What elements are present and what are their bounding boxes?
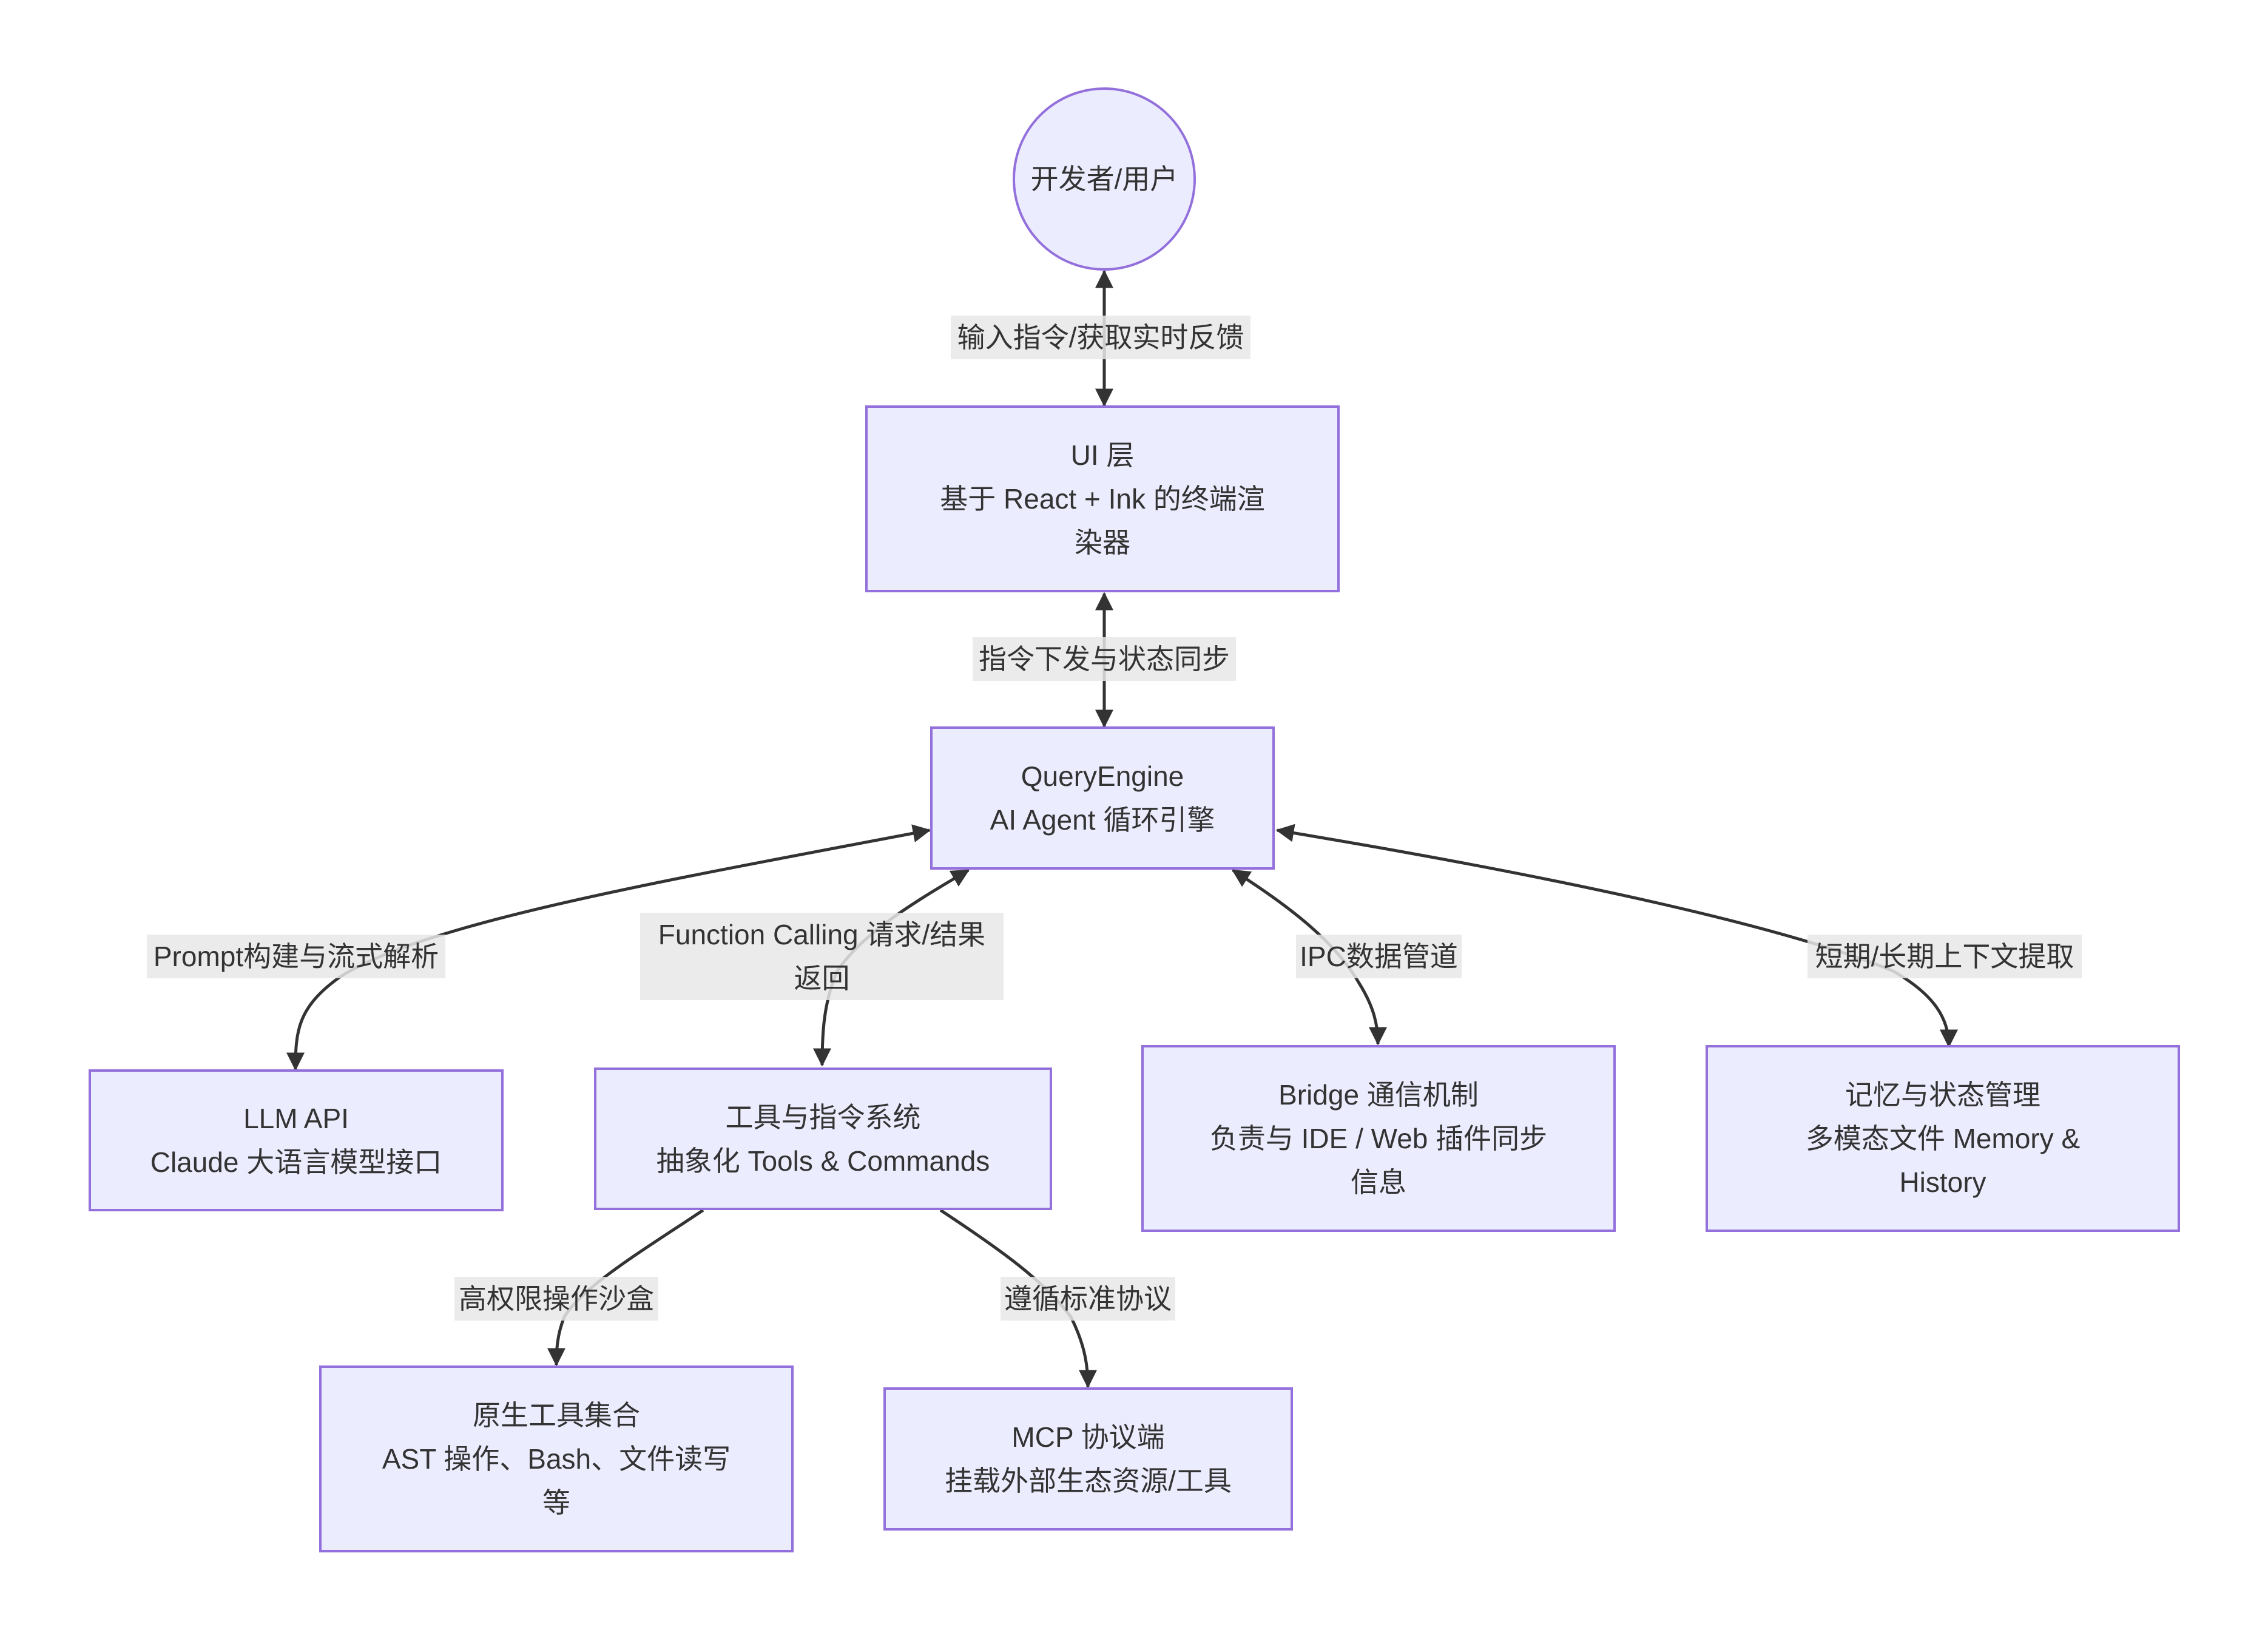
edge-label-text: IPC数据管道	[1300, 941, 1458, 972]
node-description: AI Agent 循环引擎	[990, 804, 1215, 836]
edge-label-queryengine-memory: 短期/长期上下文提取	[1807, 935, 2082, 978]
edge-label-queryengine-bridge: IPC数据管道	[1296, 935, 1462, 978]
node-tools-commands[interactable]: 工具与指令系统 抽象化 Tools & Commands	[594, 1067, 1052, 1210]
node-description: History	[1899, 1166, 1986, 1198]
edge-label-text: Prompt构建与流式解析	[153, 941, 439, 972]
node-memory-state[interactable]: 记忆与状态管理 多模态文件 Memory & History	[1706, 1045, 2180, 1232]
edge-label-ui-queryengine: 指令下发与状态同步	[973, 637, 1236, 681]
edge-queryengine-memory	[1275, 824, 1958, 1048]
edge-label-text: 遵循标准协议	[1004, 1283, 1172, 1314]
node-description: 染器	[1075, 527, 1130, 558]
edge-label-user-ui: 输入指令/获取实时反馈	[951, 316, 1250, 359]
node-title: Bridge 通信机制	[1278, 1079, 1479, 1111]
edge-label-text: Function Calling 请求/结果	[658, 919, 986, 950]
node-title: MCP 协议端	[1011, 1421, 1165, 1453]
edge-label-text: 短期/长期上下文提取	[1815, 941, 2074, 972]
node-title: QueryEngine	[1021, 760, 1184, 792]
node-description: 信息	[1351, 1166, 1406, 1198]
node-title: 工具与指令系统	[725, 1101, 921, 1133]
node-description: 挂载外部生态资源/工具	[945, 1465, 1232, 1497]
edge-label-tools-mcp: 遵循标准协议	[1001, 1277, 1175, 1321]
edge-label-text: 返回	[794, 963, 850, 994]
node-description: 多模态文件 Memory &	[1805, 1123, 2081, 1154]
node-llm-api[interactable]: LLM API Claude 大语言模型接口	[89, 1069, 504, 1211]
edge-label-queryengine-llm: Prompt构建与流式解析	[147, 935, 445, 978]
node-description: Claude 大语言模型接口	[150, 1146, 442, 1178]
node-description: 基于 React + Ink 的终端渲	[940, 483, 1265, 515]
edge-label-queryengine-tools: Function Calling 请求/结果 返回	[640, 913, 1004, 1000]
edge-label-tools-native: 高权限操作沙盒	[454, 1277, 658, 1321]
edge-label-text: 指令下发与状态同步	[979, 643, 1230, 675]
node-mcp-protocol[interactable]: MCP 协议端 挂载外部生态资源/工具	[883, 1387, 1293, 1531]
node-native-tools[interactable]: 原生工具集合 AST 操作、Bash、文件读写 等	[319, 1365, 794, 1552]
node-description: AST 操作、Bash、文件读写	[382, 1443, 731, 1475]
node-description: 负责与 IDE / Web 插件同步	[1209, 1123, 1548, 1154]
node-title: 原生工具集合	[473, 1399, 640, 1431]
node-title: 记忆与状态管理	[1845, 1079, 2040, 1111]
edge-label-text: 输入指令/获取实时反馈	[957, 322, 1244, 353]
edge-label-text: 高权限操作沙盒	[459, 1283, 654, 1314]
node-query-engine[interactable]: QueryEngine AI Agent 循环引擎	[930, 726, 1275, 870]
node-ui-layer[interactable]: UI 层 基于 React + Ink 的终端渲 染器	[865, 405, 1340, 592]
node-developer-user[interactable]: 开发者/用户	[1013, 87, 1196, 271]
node-bridge[interactable]: Bridge 通信机制 负责与 IDE / Web 插件同步 信息	[1141, 1045, 1616, 1232]
node-title: LLM API	[243, 1103, 349, 1134]
node-description: 等	[542, 1487, 570, 1518]
node-title: UI 层	[1070, 439, 1135, 471]
node-description: 抽象化 Tools & Commands	[656, 1145, 990, 1177]
node-label: 开发者/用户	[1030, 163, 1178, 195]
